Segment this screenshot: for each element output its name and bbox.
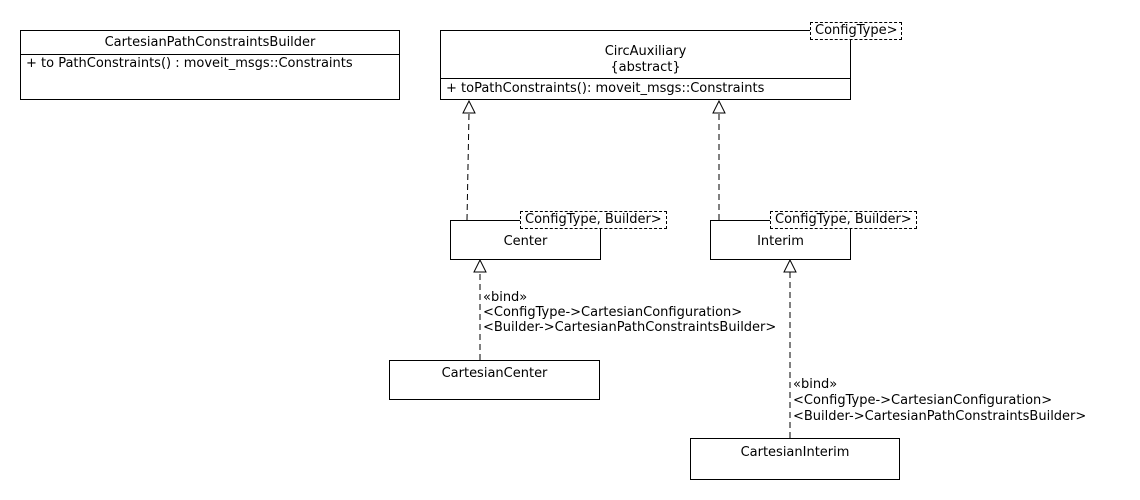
class-operation: + to PathConstraints() : moveit_msgs::Co… — [26, 56, 353, 71]
class-name: CartesianPathConstraintsBuilder — [104, 35, 316, 50]
cartesian-center-class: CartesianCenter — [389, 360, 600, 400]
interim-binding-config: <ConfigType->CartesianConfiguration> — [793, 393, 1053, 408]
center-template-params: ConfigType, Builder> — [520, 211, 667, 229]
interim-template-params: ConfigType, Builder> — [770, 211, 917, 229]
interim-binding-keyword: «bind» — [793, 377, 838, 392]
center-binding-builder: <Builder->CartesianPathConstraintsBuilde… — [483, 320, 777, 335]
class-compartment-divider — [21, 54, 399, 55]
cartesiancenter-binds-center-arrowhead — [473, 258, 487, 273]
center-binding-config: <ConfigType->CartesianConfiguration> — [483, 305, 743, 320]
class-name: Center — [503, 234, 548, 249]
class-compartment-divider — [441, 78, 850, 79]
center-binding-keyword: «bind» — [483, 290, 528, 305]
class-operation: + toPathConstraints(): moveit_msgs::Cons… — [446, 81, 765, 96]
interim-binding-builder: <Builder->CartesianPathConstraintsBuilde… — [793, 409, 1087, 424]
center-realizes-circauxiliary-arrowhead — [462, 99, 476, 114]
class-stereotype: {abstract} — [610, 60, 681, 75]
circ-auxiliary-template-params: ConfigType> — [810, 22, 903, 40]
cartesian-interim-class: CartesianInterim — [690, 438, 900, 480]
cartesian-path-constraints-builder-class: CartesianPathConstraintsBuilder + to Pat… — [20, 30, 400, 100]
circ-auxiliary-class: CircAuxiliary {abstract} + toPathConstra… — [440, 30, 851, 100]
class-name: CartesianInterim — [740, 445, 850, 460]
class-name: CartesianCenter — [441, 366, 548, 381]
cartesianinterim-binds-interim-arrowhead — [783, 258, 797, 273]
class-name: Interim — [757, 234, 804, 249]
center-realizes-circauxiliary-line — [466, 112, 470, 221]
class-name: CircAuxiliary — [604, 44, 687, 59]
interim-realizes-circauxiliary-arrowhead — [712, 99, 726, 114]
